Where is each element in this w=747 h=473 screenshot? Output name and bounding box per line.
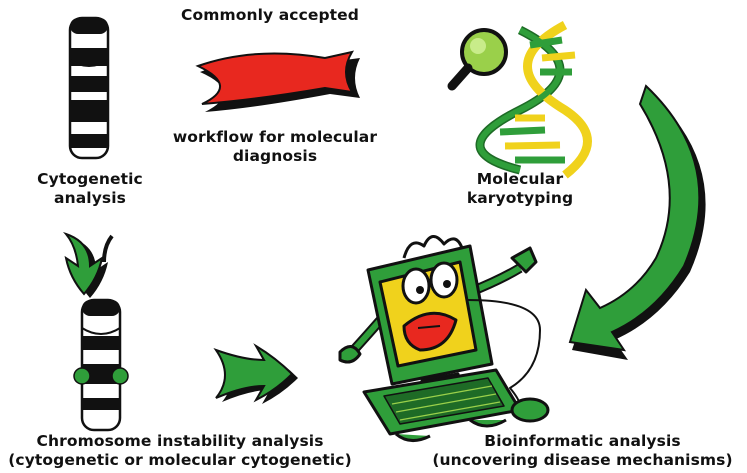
computer-cartoon-icon <box>338 235 550 442</box>
bioinformatic-label: Bioinformatic analysis (uncovering disea… <box>420 432 745 470</box>
workflow-bottom-line1: workflow for molecular <box>172 128 378 146</box>
instability-line2: (cytogenetic or molecular cytogenetic) <box>8 451 352 469</box>
chromosome-icon <box>68 16 110 160</box>
instability-label: Chromosome instability analysis (cytogen… <box>0 432 360 470</box>
workflow-arrow <box>195 50 360 112</box>
workflow-subtitle-label: workflow for molecular diagnosis <box>155 128 395 166</box>
workflow-bottom-line2: diagnosis <box>232 147 318 165</box>
unstable-chromosome-icon <box>73 298 129 432</box>
workflow-top-text: Commonly accepted <box>181 6 359 24</box>
cytogenetic-line1: Cytogenetic <box>37 170 143 188</box>
dna-helix-icon <box>447 21 592 179</box>
workflow-title-label: Commonly accepted <box>160 6 380 25</box>
molecular-label: Molecular karyotyping <box>445 170 595 208</box>
molecular-line2: karyotyping <box>466 189 574 207</box>
instability-line1: Chromosome instability analysis <box>36 432 324 450</box>
down-arrow <box>62 231 114 298</box>
bioinformatic-line1: Bioinformatic analysis <box>484 432 681 450</box>
cytogenetic-line2: analysis <box>54 189 126 207</box>
molecular-line1: Molecular <box>476 170 564 188</box>
cytogenetic-label: Cytogenetic analysis <box>10 170 170 208</box>
curved-arrow-right <box>568 84 706 360</box>
right-arrow <box>213 343 298 404</box>
bioinformatic-line2: (uncovering disease mechanisms) <box>432 451 733 469</box>
